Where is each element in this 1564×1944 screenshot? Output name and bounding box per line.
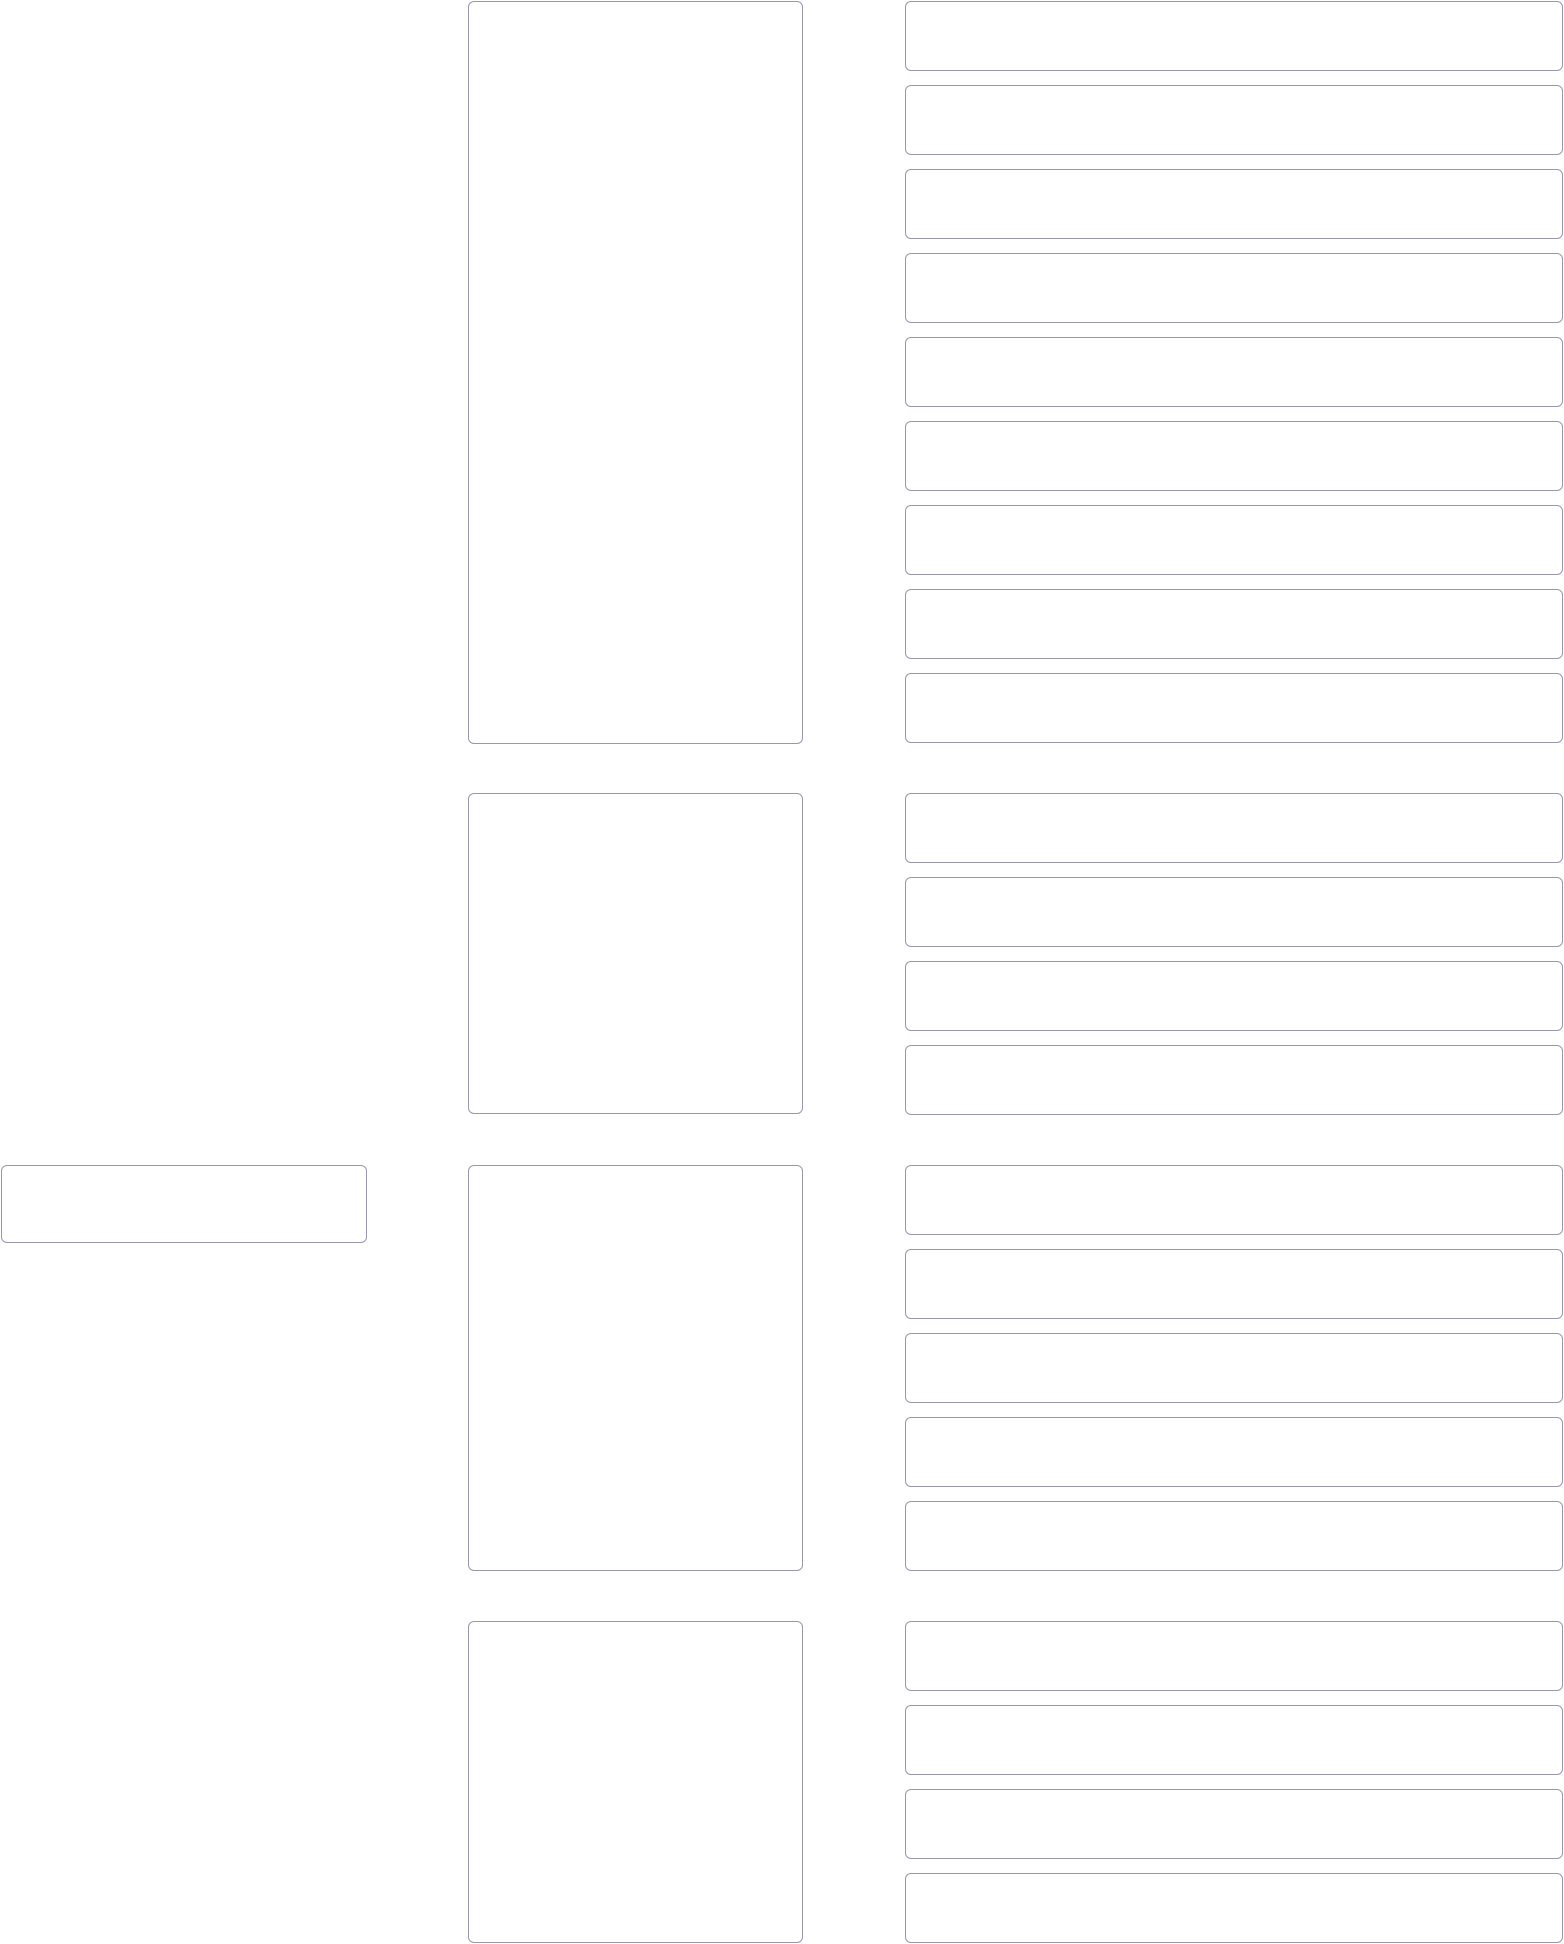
leaf-node-label	[906, 170, 1562, 238]
leaf-node	[905, 1621, 1563, 1691]
branch-node-label	[469, 794, 802, 1113]
leaf-node-label	[906, 794, 1562, 862]
leaf-node-label	[906, 1046, 1562, 1114]
leaf-node-label	[906, 86, 1562, 154]
leaf-node	[905, 1873, 1563, 1943]
branch-node-label	[469, 2, 802, 743]
leaf-node-label	[906, 674, 1562, 742]
leaf-node	[905, 1333, 1563, 1403]
leaf-node-label	[906, 1502, 1562, 1570]
root-node	[1, 1165, 367, 1243]
leaf-node	[905, 1789, 1563, 1859]
leaf-node	[905, 85, 1563, 155]
leaf-node	[905, 673, 1563, 743]
leaf-node-label	[906, 422, 1562, 490]
leaf-node-label	[906, 254, 1562, 322]
leaf-node	[905, 1249, 1563, 1319]
root-node-label	[2, 1166, 366, 1242]
leaf-node	[905, 1501, 1563, 1571]
leaf-node	[905, 169, 1563, 239]
leaf-node	[905, 589, 1563, 659]
branch-node-1	[468, 1, 803, 744]
leaf-node-label	[906, 1706, 1562, 1774]
leaf-node	[905, 1417, 1563, 1487]
leaf-node-label	[906, 1874, 1562, 1942]
leaf-node-label	[906, 1418, 1562, 1486]
leaf-node-label	[906, 1250, 1562, 1318]
leaf-node	[905, 961, 1563, 1031]
leaf-node-label	[906, 2, 1562, 70]
leaf-node	[905, 1045, 1563, 1115]
leaf-node-label	[906, 962, 1562, 1030]
leaf-node-label	[906, 1622, 1562, 1690]
leaf-node-label	[906, 506, 1562, 574]
branch-node-label	[469, 1622, 802, 1942]
leaf-node-label	[906, 1334, 1562, 1402]
leaf-node	[905, 505, 1563, 575]
leaf-node	[905, 793, 1563, 863]
leaf-node-label	[906, 1790, 1562, 1858]
leaf-node	[905, 1165, 1563, 1235]
leaf-node	[905, 1705, 1563, 1775]
leaf-node	[905, 337, 1563, 407]
branch-node-2	[468, 793, 803, 1114]
leaf-node-label	[906, 1166, 1562, 1234]
leaf-node	[905, 1, 1563, 71]
leaf-node	[905, 253, 1563, 323]
leaf-node-label	[906, 878, 1562, 946]
leaf-node-label	[906, 590, 1562, 658]
leaf-node-label	[906, 338, 1562, 406]
branch-node-label	[469, 1166, 802, 1570]
leaf-node	[905, 421, 1563, 491]
branch-node-3	[468, 1165, 803, 1571]
leaf-node	[905, 877, 1563, 947]
branch-node-4	[468, 1621, 803, 1943]
